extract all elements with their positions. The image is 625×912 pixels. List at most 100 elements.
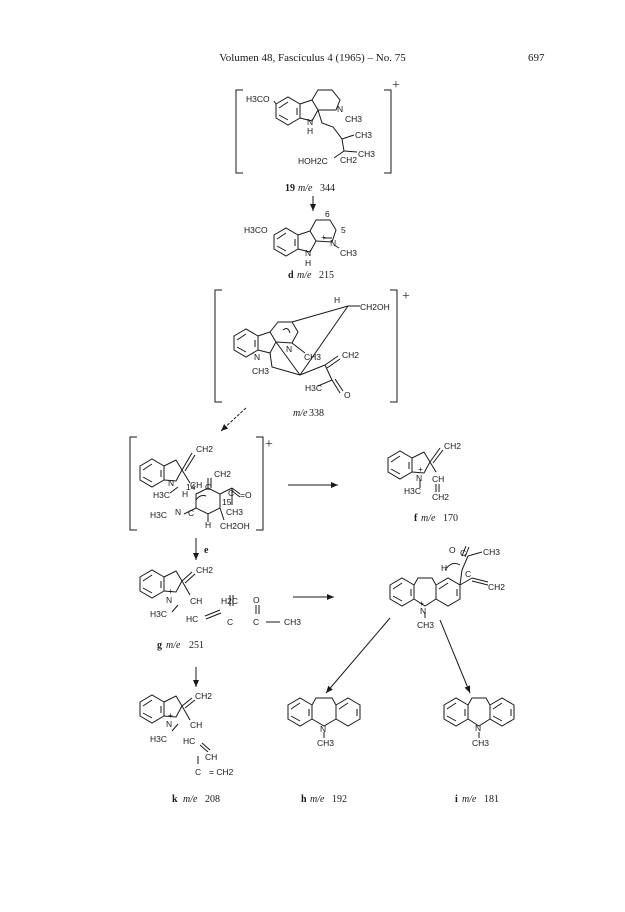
h-atom-n: N xyxy=(320,724,326,734)
carb-atom-c: C xyxy=(460,548,466,558)
m338-mass: 338 xyxy=(309,408,324,419)
s19-atom-ch3-n: CH3 xyxy=(345,114,362,124)
g-atom-c-a: C xyxy=(227,617,233,627)
k-atom-hc: HC xyxy=(183,736,195,746)
m338-atom-n: N xyxy=(286,344,292,354)
page-number: 697 xyxy=(528,52,545,64)
i-mz: m/e xyxy=(462,794,477,805)
d-atom-n: N xyxy=(330,238,336,248)
e-atom-h3c: H3C xyxy=(153,490,170,500)
e-atom-ch2: CH2 xyxy=(214,469,231,479)
m338-atom-o: O xyxy=(344,390,351,400)
d-atom-plus: + xyxy=(321,232,326,242)
e-atom-ch: CH xyxy=(190,480,202,490)
e-atom-14: 14 xyxy=(186,482,196,492)
f-atom-ch2: CH2 xyxy=(444,441,461,451)
e-atom-c-a: C xyxy=(205,482,211,492)
carb-atom-n: N xyxy=(420,606,426,616)
running-header: Volumen 48, Fasciculus 4 (1965) – No. 75 xyxy=(219,52,406,64)
structure-e-intermediate xyxy=(129,436,264,531)
e-atom-o: =O xyxy=(240,490,252,500)
s19-label: 19 xyxy=(285,183,295,194)
f-atom-ch: CH xyxy=(432,474,444,484)
ring-19-benzene xyxy=(275,96,301,126)
carb-atom-ch2: CH2 xyxy=(488,582,505,592)
s19-atom-h: H xyxy=(307,126,313,136)
d-mz: m/e xyxy=(297,270,312,281)
k-atom-ch-b: CH xyxy=(205,752,217,762)
g-atom-ch3: CH3 xyxy=(284,617,301,627)
f-label: f xyxy=(414,513,418,524)
s19-atom-ch3-b: CH3 xyxy=(358,149,375,159)
carb-atom-o: O xyxy=(449,545,456,555)
h-mass: 192 xyxy=(332,794,347,805)
s19-mass: 344 xyxy=(320,183,335,194)
k-atom-c: C xyxy=(195,767,201,777)
d-mass: 215 xyxy=(319,270,334,281)
e-atom-c-b: C xyxy=(228,488,234,498)
m338-atom-ch3-n: CH3 xyxy=(304,352,321,362)
e-atom-h: H xyxy=(182,489,188,499)
k-atom-ch2b: = CH2 xyxy=(209,767,234,777)
bracket-338-left xyxy=(214,289,222,403)
g-mz: m/e xyxy=(166,640,181,651)
g-atom-h2c: H2C xyxy=(221,596,238,606)
d-atom-ch3: CH3 xyxy=(340,248,357,258)
structure-f xyxy=(387,447,444,492)
d-atom-5: 5 xyxy=(341,225,346,235)
m338-atom-h: H xyxy=(334,295,340,305)
i-atom-n: N xyxy=(475,723,481,733)
g-atom-h3c: H3C xyxy=(150,609,167,619)
k-mass: 208 xyxy=(205,794,220,805)
h-atom-ch3: CH3 xyxy=(317,738,334,748)
carb-atom-plus: + xyxy=(419,598,424,608)
k-label: k xyxy=(172,794,178,805)
k-atom-ch2: CH2 xyxy=(195,691,212,701)
arrow-carbazole-to-h xyxy=(325,617,391,694)
f-atom-plus: + xyxy=(418,464,423,474)
ring-d-pyridine xyxy=(309,219,337,243)
carb-atom-c2: C xyxy=(465,569,471,579)
structure-k xyxy=(139,694,211,764)
e-atom-n: N xyxy=(168,478,174,488)
g-atom-o: O xyxy=(253,595,260,605)
arrow-carbazole-to-i xyxy=(439,619,471,694)
ring-d-benzene xyxy=(273,227,299,257)
m338-atom-ch2: CH2 xyxy=(342,350,359,360)
g-mass: 251 xyxy=(189,640,204,651)
g-atom-c-b: C xyxy=(253,617,259,627)
bracket-e-left xyxy=(129,436,137,531)
g-label: g xyxy=(157,640,162,651)
bracket-338-right xyxy=(390,289,398,403)
bracket-19-left xyxy=(235,89,243,174)
g-atom-ch2: CH2 xyxy=(196,565,213,575)
e-atom-15: 15 xyxy=(222,497,232,507)
h-label: h xyxy=(301,794,307,805)
m338-charge: + xyxy=(402,289,410,304)
f-mz: m/e xyxy=(421,513,436,524)
s19-atom-n: N xyxy=(337,104,343,114)
e-atom-n-b: N xyxy=(175,507,181,517)
k-atom-n: N xyxy=(166,719,172,729)
i-atom-ch3: CH3 xyxy=(472,738,489,748)
ring-19-piperidine xyxy=(311,89,341,111)
e-charge: + xyxy=(265,437,273,452)
m338-atom-n-indole: N xyxy=(254,352,260,362)
e-atom-h-b: H xyxy=(205,520,211,530)
e-atom-ch2oh: CH2OH xyxy=(220,521,250,531)
g-atom-hc: HC xyxy=(186,614,198,624)
s19-mz: m/e xyxy=(298,183,313,194)
carb-atom-ch3: CH3 xyxy=(483,547,500,557)
d-atom-h: H xyxy=(305,258,311,268)
f-mass: 170 xyxy=(443,513,458,524)
f-atom-h3c: H3C xyxy=(404,486,421,496)
f-atom-n: N xyxy=(416,473,422,483)
g-atom-ch: CH xyxy=(190,596,202,606)
m338-atom-h3c: H3C xyxy=(305,383,322,393)
h-mz: m/e xyxy=(310,794,325,805)
e-atom-c-c: C xyxy=(188,508,194,518)
g-atom-n: N xyxy=(166,595,172,605)
f-atom-ch2b: CH2 xyxy=(432,492,449,502)
carb-atom-ch3-n: CH3 xyxy=(417,620,434,630)
i-mass: 181 xyxy=(484,794,499,805)
